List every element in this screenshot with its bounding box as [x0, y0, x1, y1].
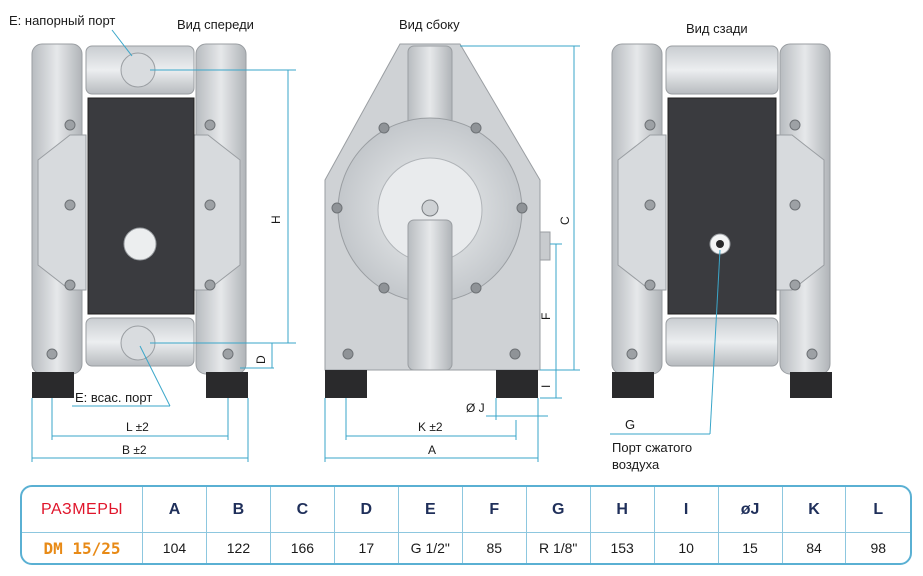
model-name: DM 15/25 [43, 538, 121, 558]
dim-L-label: L ±2 [126, 420, 149, 434]
front-right-chamber [191, 134, 241, 291]
dim-B-label: B ±2 [122, 443, 147, 457]
pump-drawing: Вид спереди Вид сбоку Вид сзади E: напор… [9, 13, 832, 472]
front-center-nut [123, 227, 157, 261]
col-header: G [525, 487, 591, 533]
side-air-fitting [539, 231, 551, 261]
side-center-bolt [421, 199, 439, 217]
col-header: D [333, 487, 399, 533]
rear-right-foot [790, 372, 832, 398]
table-cell: 85 [461, 532, 527, 563]
rear-left-chamber [617, 134, 667, 291]
front-view [31, 43, 248, 398]
side-bottom-stem [407, 219, 453, 371]
dim-H-label: H [269, 215, 283, 224]
discharge-port-label: E: напорный порт [9, 13, 115, 28]
dim-F-label: F [539, 313, 553, 320]
col-header: L [845, 487, 910, 533]
rear-view-title: Вид сзади [686, 21, 748, 36]
table-cell: 104 [142, 532, 207, 563]
table-cell: R 1/8" [525, 532, 591, 563]
col-header: E [397, 487, 463, 533]
front-bolts [46, 119, 234, 360]
dim-F: F [539, 243, 562, 370]
dim-J: Ø J [466, 398, 548, 420]
dim-D-label: D [254, 355, 268, 364]
col-header: I [653, 487, 719, 533]
table-row: DM 15/25 104 122 166 17 G 1/2" 85 R 1/8"… [22, 532, 910, 563]
air-port-line2: воздуха [612, 457, 660, 472]
col-header: C [269, 487, 335, 533]
front-right-foot [206, 372, 248, 398]
table-cell: 153 [589, 532, 655, 563]
side-right-foot [496, 370, 538, 398]
rear-view [611, 43, 832, 398]
rear-air-inlet-hole [716, 240, 724, 248]
side-view-title: Вид сбоку [399, 17, 460, 32]
dim-B: B ±2 [31, 398, 249, 462]
dim-I-label: I [539, 385, 553, 388]
col-header: A [142, 487, 207, 533]
suction-port-label: E: всас. порт [75, 390, 152, 405]
dimensions-table: РАЗМЕРЫ A B C D E F G H I øJ K L DM 15/2… [20, 485, 912, 565]
table-cell: 122 [205, 532, 271, 563]
dim-J-label: Ø J [466, 401, 485, 415]
front-view-title: Вид спереди [177, 17, 254, 32]
dim-A: A [324, 398, 539, 462]
dim-K-label: K ±2 [418, 420, 443, 434]
table-cell: 15 [717, 532, 783, 563]
table-cell: 84 [781, 532, 846, 563]
air-port-letter: G [625, 417, 635, 432]
table-title: РАЗМЕРЫ [22, 487, 143, 533]
front-left-foot [32, 372, 74, 398]
rear-top-manifold [665, 45, 779, 95]
rear-center-body [667, 97, 777, 315]
side-bolts [331, 122, 528, 360]
table-cell: G 1/2" [397, 532, 463, 563]
front-top-port [120, 52, 156, 88]
dim-C: C [460, 45, 580, 371]
rear-bolts [626, 119, 818, 360]
rear-left-foot [612, 372, 654, 398]
table-cell: 17 [333, 532, 399, 563]
col-header: H [589, 487, 655, 533]
col-header: F [461, 487, 527, 533]
air-port-line1: Порт сжатого [612, 440, 692, 455]
dim-I: I [539, 370, 562, 399]
side-view [324, 43, 551, 398]
table-cell: 10 [653, 532, 719, 563]
air-port-leader [709, 249, 721, 435]
rear-bottom-manifold [665, 317, 779, 367]
front-left-chamber [37, 134, 87, 291]
dim-C-label: C [558, 216, 572, 225]
col-header: øJ [717, 487, 783, 533]
suction-port-leader [139, 345, 171, 407]
table-cell: 98 [845, 532, 910, 563]
side-left-foot [325, 370, 367, 398]
dim-A-label: A [428, 443, 436, 457]
front-center-body [87, 97, 195, 315]
table-header-row: РАЗМЕРЫ A B C D E F G H I øJ K L [22, 487, 910, 533]
discharge-port-leader [111, 29, 133, 57]
dim-L: L ±2 [51, 398, 229, 440]
front-bottom-port [120, 325, 156, 361]
col-header: K [781, 487, 846, 533]
dim-K: K ±2 [345, 398, 517, 440]
rear-right-chamber [775, 134, 825, 291]
dim-D: D [240, 343, 274, 369]
table-cell: 166 [269, 532, 335, 563]
col-header: B [205, 487, 271, 533]
